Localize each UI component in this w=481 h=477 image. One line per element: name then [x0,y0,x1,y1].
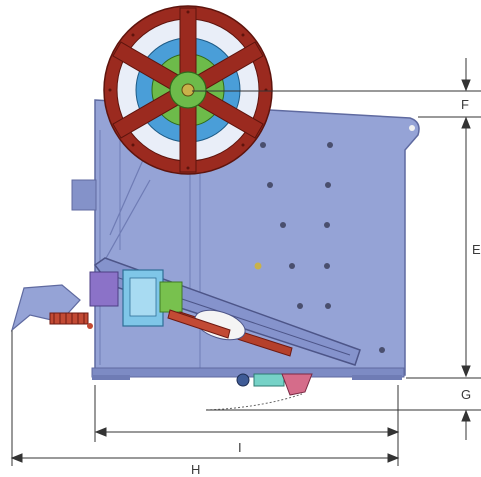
toggle-plate [167,309,231,339]
spring [49,312,89,325]
dim-H-arrow-right [387,453,400,463]
right-foot [352,375,402,380]
frame-bolt-holes [254,125,415,353]
swing-arc [205,393,303,411]
tension-block [159,281,183,313]
dim-label-H: H [191,462,200,477]
dim-label-F: F [461,97,469,112]
dim-I-arrow-left [94,427,107,437]
dim-label-E: E [472,242,481,257]
dimension-lines [10,58,481,466]
dim-G-arrow [461,409,471,422]
frame-panel-line [99,110,201,370]
discharge-spring-assembly [10,284,93,332]
dim-H-arrow-left [10,453,23,463]
adjust-block [89,271,119,307]
spring-pin [87,323,93,329]
bottom-drive [205,373,313,411]
dim-I-arrow-right [387,427,400,437]
rim-rivets [108,10,268,170]
dim-E-arrow-top [461,116,471,129]
flywheel-spokes [112,7,264,173]
left-foot [92,375,130,380]
flywheel [103,5,273,175]
dim-E-arrow-bottom [461,365,471,378]
dim-label-I: I [238,440,242,455]
bottom-housing [253,373,285,387]
bottom-pulley [236,373,250,387]
moving-jaw-inner [129,277,157,317]
dim-label-G: G [461,387,471,402]
chute [10,284,81,332]
toggle-opening [194,309,246,341]
frame-left-edge [71,179,97,211]
dim-F-arrow [461,79,471,92]
bottom-bracket [281,373,313,396]
jaw-mechanism [89,257,361,366]
spring-coils [53,313,85,324]
shaft [181,83,195,97]
